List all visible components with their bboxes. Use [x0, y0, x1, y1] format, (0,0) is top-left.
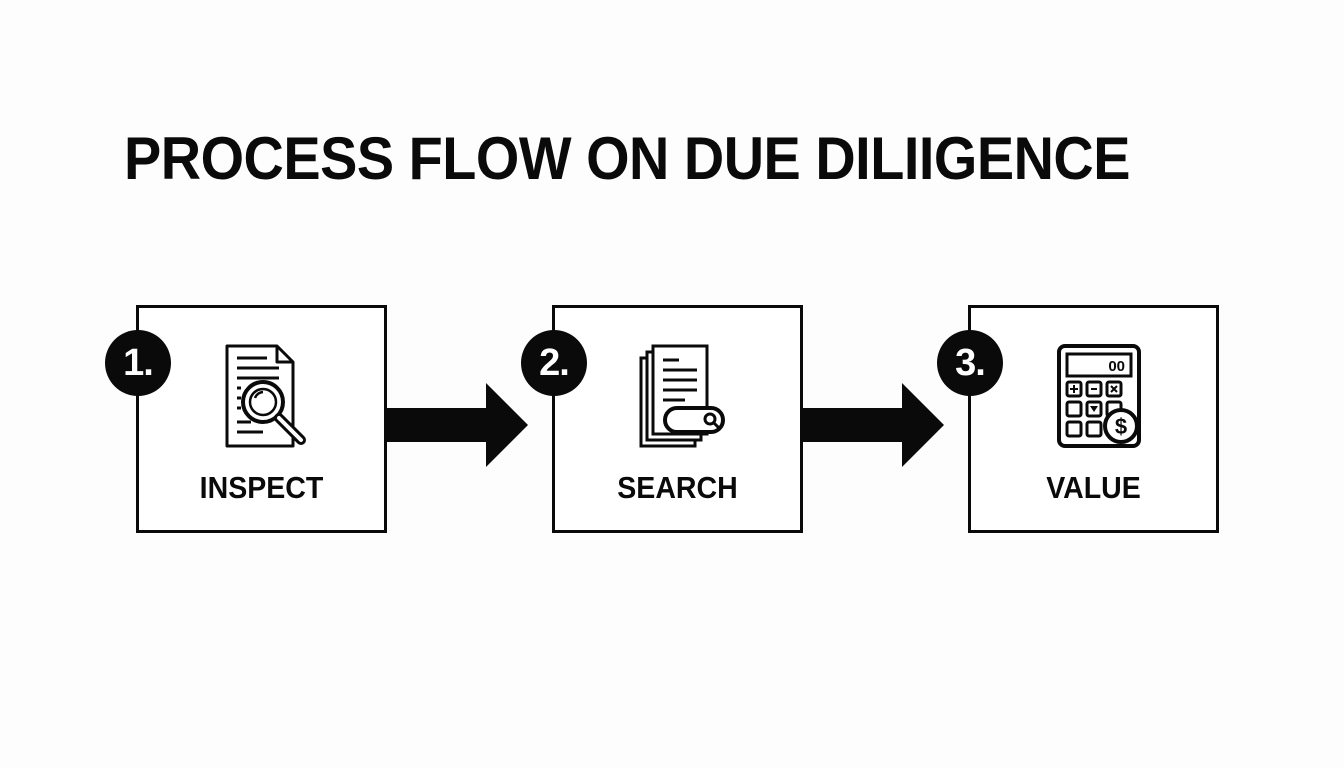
calculator-display: 00	[1108, 358, 1125, 375]
calculator-dollar-icon: 00 $	[1057, 344, 1141, 448]
step-badge-2: 2.	[521, 330, 587, 396]
diagram-title: PROCESS FLOW ON DUE DILIIGENCE	[124, 125, 1131, 192]
step-label-inspect: INSPECT	[199, 470, 324, 505]
step-box-value: 00 $ VALUE	[968, 305, 1219, 533]
flow-arrow-1-to-2	[386, 383, 528, 467]
step-box-search: SEARCH	[552, 305, 803, 533]
step-label-value: VALUE	[1046, 470, 1141, 505]
step-label-search: SEARCH	[617, 470, 738, 505]
flow-arrow-2-to-3	[802, 383, 944, 467]
svg-text:$: $	[1115, 414, 1127, 439]
step-badge-3: 3.	[937, 330, 1003, 396]
step-badge-1: 1.	[105, 330, 171, 396]
documents-search-bar-icon	[639, 344, 725, 448]
document-magnifier-icon	[225, 344, 306, 448]
step-box-inspect: INSPECT	[136, 305, 387, 533]
